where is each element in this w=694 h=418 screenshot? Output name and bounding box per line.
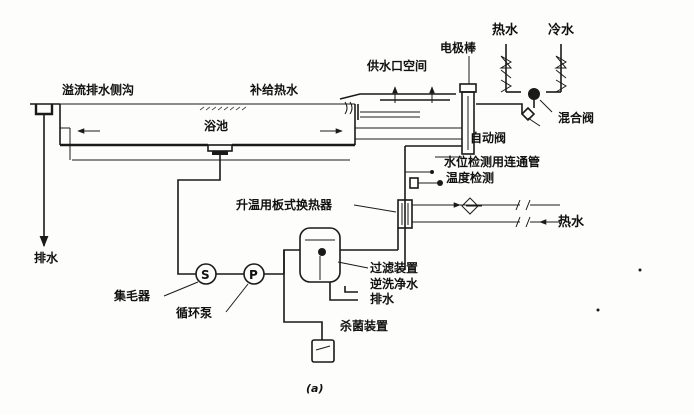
suction-pipe bbox=[177, 155, 221, 275]
pool-basin bbox=[30, 103, 356, 155]
label-circulation-pump: 循环泵 bbox=[176, 305, 212, 320]
label-electrode-rod: 电极棒 bbox=[440, 40, 477, 55]
label-level-pipe: 水位检测用连通管 bbox=[444, 154, 540, 169]
filter-tank bbox=[299, 227, 341, 283]
label-cold-water-top: 冷水 bbox=[548, 22, 575, 38]
label-overflow-gutter: 溢流排水侧沟 bbox=[62, 82, 134, 97]
label-hair-collector: 集毛器 bbox=[113, 288, 151, 303]
electrode-rod bbox=[459, 56, 477, 155]
figure-caption: (a) bbox=[306, 382, 323, 395]
pool-bottom-outlet bbox=[207, 144, 233, 152]
label-pool: 浴池 bbox=[204, 118, 228, 133]
label-temp-detect: 温度检测 bbox=[446, 170, 494, 185]
auto-valve-symbol bbox=[520, 106, 536, 122]
svg-text:P: P bbox=[249, 268, 258, 282]
hot-water-supply-line bbox=[499, 44, 521, 93]
label-hot-water-top: 热水 bbox=[492, 22, 519, 38]
temp-sensor bbox=[409, 177, 419, 189]
label-mixing-valve: 混合阀 bbox=[558, 110, 594, 125]
label-makeup-hot-water: 补给热水 bbox=[249, 82, 299, 97]
label-supply-outlet-space: 供水口空间 bbox=[366, 58, 427, 73]
svg-text:S: S bbox=[201, 268, 210, 282]
label-backwash-water: 逆洗净水 bbox=[370, 276, 419, 291]
mixing-valve-symbol bbox=[528, 88, 540, 100]
circulation-pump-symbol: P bbox=[243, 263, 265, 285]
sterilizer-unit bbox=[311, 339, 335, 363]
plate-heat-exchanger bbox=[397, 199, 413, 229]
makeup-pipe bbox=[339, 93, 420, 100]
hair-collector-symbol: S bbox=[195, 263, 217, 285]
label-drain-bottom: 排水 bbox=[370, 291, 395, 306]
label-sterilizer: 杀菌装置 bbox=[340, 318, 388, 333]
cold-water-supply-line bbox=[546, 44, 568, 93]
label-hot-water-right: 热水 bbox=[558, 214, 585, 230]
label-filter-device: 过滤装置 bbox=[370, 260, 418, 275]
label-auto-valve: 自动阀 bbox=[470, 130, 506, 145]
label-drain-left: 排水 bbox=[34, 250, 59, 265]
label-plate-heat-exchanger: 升温用板式换热器 bbox=[236, 197, 333, 212]
